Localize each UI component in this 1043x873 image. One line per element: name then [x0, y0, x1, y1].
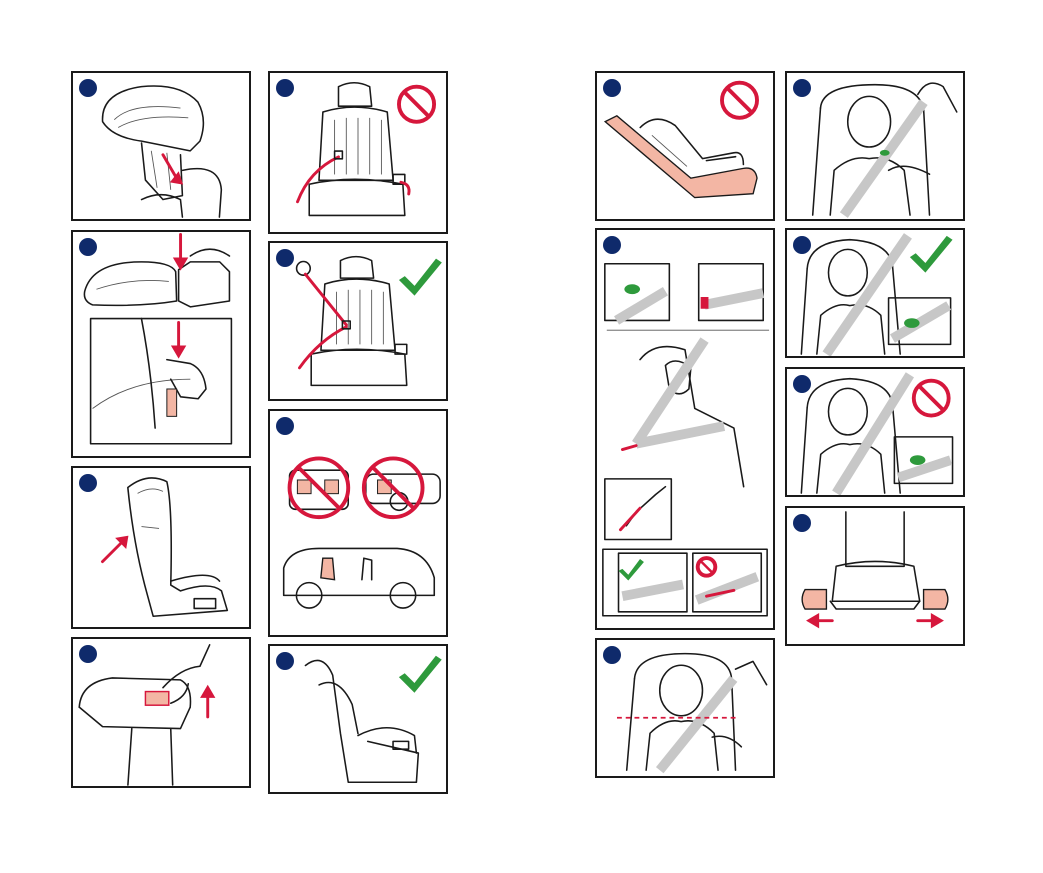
step-badge: [793, 514, 811, 532]
step-badge: [793, 79, 811, 97]
reclined-vehicle-seat-illustration: [597, 73, 773, 219]
panel-seat-belt-3-point: [268, 241, 448, 401]
step-badge: [276, 79, 294, 97]
panel-seat-against-vehicle: [268, 644, 448, 794]
panel-child-headrest-height: [785, 71, 965, 221]
panel-headrest-adjust: [71, 71, 251, 221]
seat-belt-3-point-illustration: [270, 243, 446, 399]
checkmark-icon: [910, 236, 953, 273]
isofix-release-illustration: [787, 508, 963, 644]
shoulder-belt-wrong-illustration: [787, 369, 963, 495]
step-badge: [793, 236, 811, 254]
rear-seat-allowed: [284, 548, 435, 608]
prohibited-icon: [698, 558, 716, 576]
panel-reclined-vehicle-seat: [595, 71, 775, 221]
panel-headrest-shoulder-line: [595, 638, 775, 778]
headrest-shoulder-line-illustration: [597, 640, 773, 776]
step-badge: [276, 417, 294, 435]
checkmark-icon: [619, 559, 644, 581]
airbag-positions-illustration: [270, 411, 446, 635]
panel-shoulder-belt-correct: [785, 228, 965, 358]
panel-isofix-release: [785, 506, 965, 646]
front-seat-prohibited: [290, 458, 349, 517]
step-badge: [79, 474, 97, 492]
step-badge: [603, 236, 621, 254]
shoulder-belt-correct-illustration: [787, 230, 963, 356]
checkmark-icon: [399, 259, 442, 296]
side-airbag-prohibited: [364, 458, 440, 517]
prohibited-icon: [399, 87, 434, 122]
prohibited-icon: [722, 83, 757, 118]
panel-headrest-handle-pull: [71, 637, 251, 788]
checkmark-icon: [399, 656, 442, 693]
belt-routing-guides-illustration: [597, 230, 773, 628]
headrest-adjust-illustration: [73, 73, 249, 219]
panel-belt-routing-guides: [595, 228, 775, 630]
panel-shoulder-belt-wrong: [785, 367, 965, 497]
step-badge: [603, 79, 621, 97]
step-badge: [276, 652, 294, 670]
panel-attach-isofix: [71, 230, 251, 458]
panel-airbag-positions: [268, 409, 448, 637]
panel-backrest-align: [71, 466, 251, 629]
step-badge: [603, 646, 621, 664]
step-badge: [793, 375, 811, 393]
seat-against-vehicle-illustration: [270, 646, 446, 792]
backrest-align-illustration: [73, 468, 249, 627]
step-badge: [79, 79, 97, 97]
attach-isofix-illustration: [73, 232, 249, 456]
step-badge: [79, 238, 97, 256]
seat-belt-lap-only-illustration: [270, 73, 446, 232]
step-badge: [79, 645, 97, 663]
prohibited-icon: [914, 381, 949, 416]
panel-seat-belt-lap-only: [268, 71, 448, 234]
headrest-handle-pull-illustration: [73, 639, 249, 786]
child-headrest-height-illustration: [787, 73, 963, 219]
step-badge: [276, 249, 294, 267]
